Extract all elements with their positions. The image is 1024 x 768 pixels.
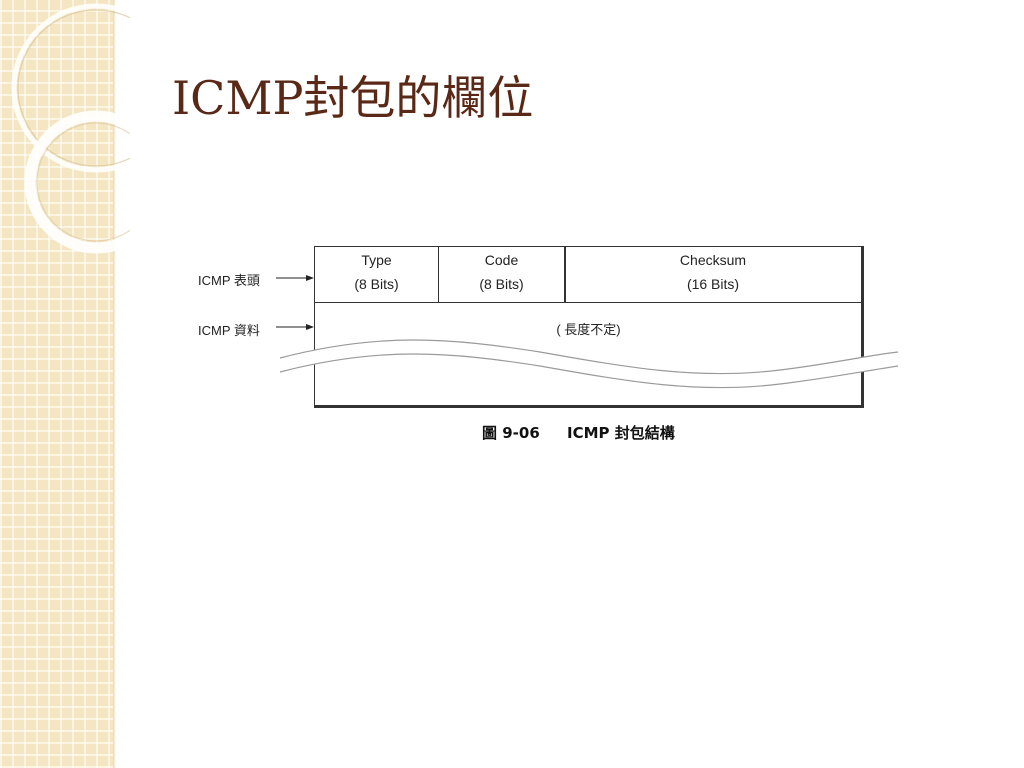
- field-type-bits: (8 Bits): [354, 276, 399, 292]
- data-arrow-head: [306, 324, 314, 330]
- decorative-rings: [11, 3, 130, 254]
- header-arrow-head: [306, 275, 314, 281]
- figure-caption-text: ICMP 封包結構: [567, 424, 675, 442]
- field-code-name: Code: [484, 252, 519, 268]
- field-type: Type (8 Bits): [315, 247, 439, 302]
- wave-break-band: [280, 340, 898, 388]
- figure-number: 圖 9-06: [482, 424, 540, 442]
- field-checksum-bits: (16 Bits): [686, 276, 740, 292]
- figure-caption: 圖 9-06 ICMP 封包結構: [482, 422, 675, 443]
- slide-title: ICMP封包的欄位: [172, 71, 534, 125]
- field-code-bits: (8 Bits): [479, 276, 524, 292]
- wave-edge-bottom: [279, 353, 899, 389]
- data-length-text: ( 長度不定): [556, 322, 621, 337]
- icmp-header-label: ICMP 表頭: [198, 273, 260, 288]
- field-checksum: Checksum (16 Bits): [566, 247, 860, 302]
- wave-edge-top: [279, 339, 899, 375]
- icmp-data-label: ICMP 資料: [198, 323, 260, 338]
- strip-edge: [113, 0, 116, 768]
- field-code: Code (8 Bits): [439, 247, 566, 302]
- field-checksum-name: Checksum: [679, 252, 747, 268]
- field-type-name: Type: [361, 252, 392, 268]
- header-divider: [315, 302, 862, 303]
